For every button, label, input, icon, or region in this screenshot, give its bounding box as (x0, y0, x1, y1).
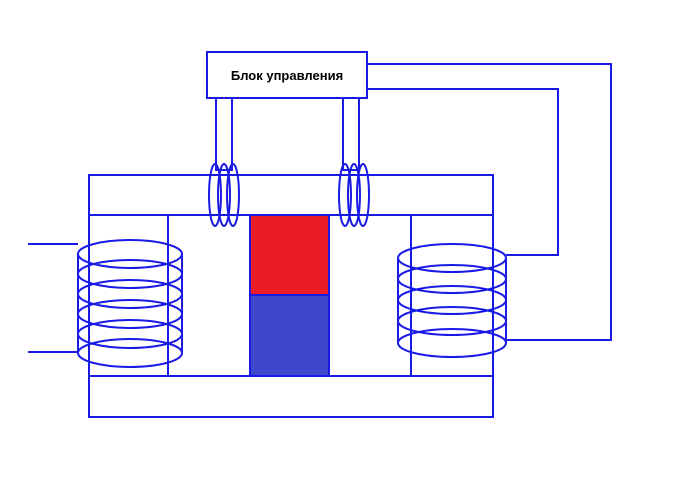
left-winding (77, 239, 183, 368)
left-winding-leads (28, 243, 78, 353)
core-top-yoke (88, 174, 494, 216)
core-bottom-yoke (88, 375, 494, 418)
control-wires (367, 63, 612, 341)
control-wire-inner (367, 88, 559, 256)
control-wire-outer (367, 63, 612, 341)
magnet-south-pole (249, 294, 330, 377)
bridge-coil-left (208, 163, 240, 227)
magnet-north-pole (249, 214, 330, 296)
permanent-magnet (249, 214, 330, 377)
control-unit (206, 51, 368, 171)
control-rod-right (342, 97, 360, 171)
bridge-coil-right (338, 163, 370, 227)
control-unit-box (206, 51, 368, 99)
right-winding (397, 243, 507, 358)
control-rod-left (215, 97, 233, 171)
